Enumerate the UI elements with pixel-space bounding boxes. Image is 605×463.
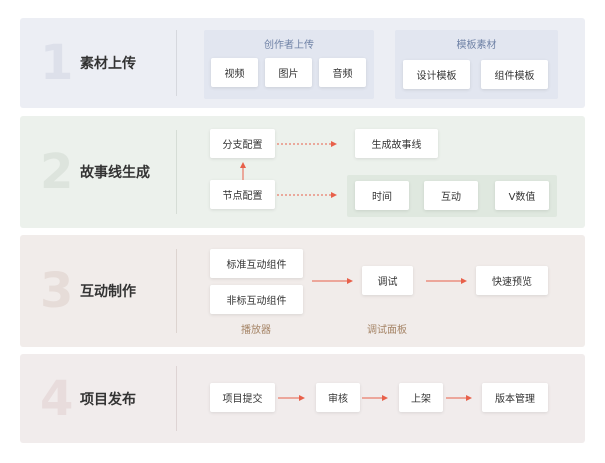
node-branch-config[interactable]: 分支配置 <box>210 129 275 158</box>
group-creator-upload: 创作者上传 视频 图片 音频 <box>204 30 374 99</box>
stage-title: 项目发布 <box>80 391 136 408</box>
node-video[interactable]: 视频 <box>211 58 258 87</box>
node-standard-component[interactable]: 标准互动组件 <box>210 249 303 278</box>
node-component-template[interactable]: 组件模板 <box>481 60 548 89</box>
group-template-assets: 模板素材 设计模板 组件模板 <box>395 30 558 99</box>
stage-interaction-production: 3 互动制作 标准互动组件 非标互动组件 调试 快速预览 播放器 调试面板 <box>20 235 585 347</box>
node-v-value[interactable]: V数值 <box>495 181 549 210</box>
node-project-submit[interactable]: 项目提交 <box>210 383 275 412</box>
node-design-template[interactable]: 设计模板 <box>403 60 470 89</box>
stage-number: 3 <box>40 263 74 319</box>
stage-divider <box>176 366 177 431</box>
stage-number: 2 <box>40 144 74 200</box>
node-publish[interactable]: 上架 <box>399 383 443 412</box>
caption-player: 播放器 <box>241 325 271 336</box>
stage-project-release: 4 项目发布 项目提交 审核 上架 版本管理 <box>20 354 585 443</box>
stage-divider <box>176 249 177 333</box>
node-generate-storyline[interactable]: 生成故事线 <box>355 129 438 158</box>
group-node-parameters: 时间 互动 V数值 <box>347 175 557 217</box>
stage-material-upload: 1 素材上传 创作者上传 视频 图片 音频 模板素材 设计模板 组件模板 <box>20 18 585 108</box>
node-time[interactable]: 时间 <box>355 181 409 210</box>
node-quick-preview[interactable]: 快速预览 <box>476 266 548 295</box>
stage-number: 4 <box>40 370 74 427</box>
stage-divider <box>176 130 177 214</box>
node-image[interactable]: 图片 <box>265 58 312 87</box>
group-label: 创作者上传 <box>264 40 314 51</box>
node-review[interactable]: 审核 <box>316 383 360 412</box>
group-label: 模板素材 <box>456 40 497 51</box>
stage-number: 1 <box>40 35 74 91</box>
node-audio[interactable]: 音频 <box>319 58 366 87</box>
node-debug[interactable]: 调试 <box>362 266 413 295</box>
caption-debug-panel: 调试面板 <box>367 325 407 336</box>
stage-title: 素材上传 <box>80 56 136 72</box>
node-interaction[interactable]: 互动 <box>424 181 478 210</box>
node-node-config[interactable]: 节点配置 <box>210 180 275 209</box>
stage-title: 故事线生成 <box>80 165 150 181</box>
node-nonstandard-component[interactable]: 非标互动组件 <box>210 285 303 314</box>
stage-divider <box>176 30 177 96</box>
node-version-management[interactable]: 版本管理 <box>482 383 548 412</box>
stage-title: 互动制作 <box>80 284 136 300</box>
stage-storyline-generation: 2 故事线生成 分支配置 节点配置 生成故事线 时间 互动 V数值 <box>20 116 585 228</box>
